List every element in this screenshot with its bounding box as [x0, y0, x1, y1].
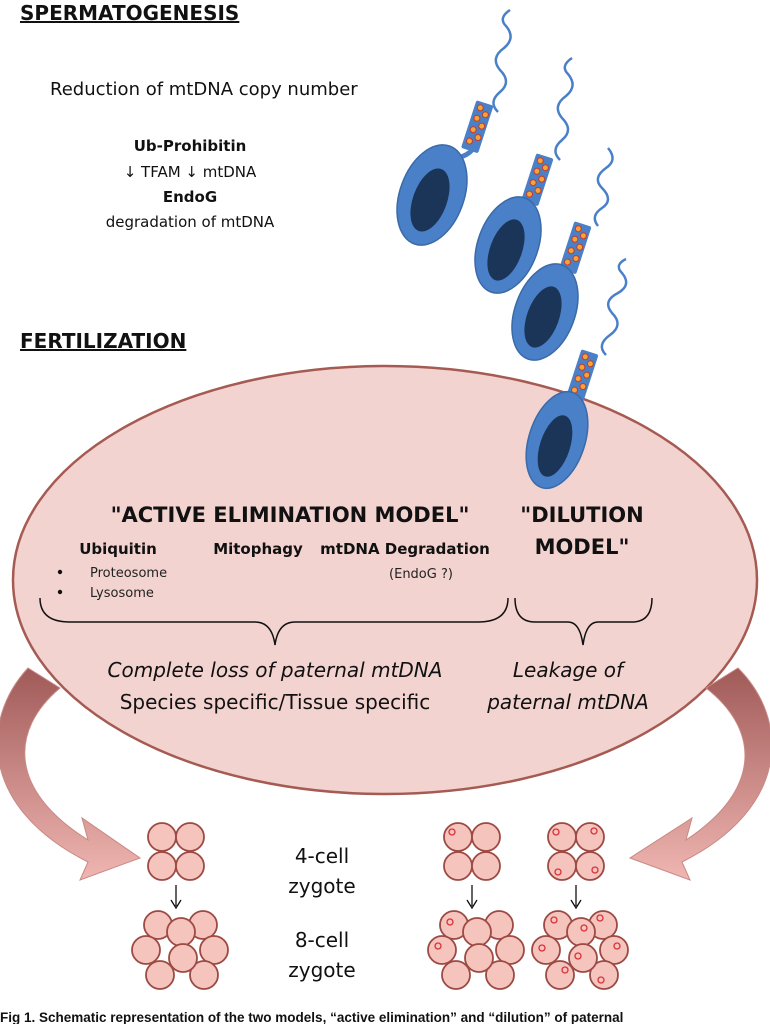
sperm-cell [525, 257, 628, 490]
eight-cell-label-line1: 8-cell [295, 928, 349, 952]
down-arrow [570, 885, 582, 910]
bullet-lysosome: Lysosome [90, 586, 154, 601]
bullet-proteosome: Proteosome [90, 566, 167, 581]
endog-label: EndoG [163, 188, 217, 206]
figure-caption: Fig 1. Schematic representation of the t… [0, 1010, 623, 1024]
active-model-title: "ACTIVE ELIMINATION MODEL" [111, 503, 470, 527]
four-cell-zygote-middle [443, 822, 501, 881]
dilution-outcome-line2: paternal mtDNA [486, 690, 649, 714]
eight-cell-zygote-right [531, 910, 629, 990]
four-cell-label-line1: 4-cell [295, 844, 349, 868]
dilution-model-title-line2: MODEL" [535, 535, 630, 559]
spermatogenesis-heading: SPERMATOGENESIS [20, 1, 239, 25]
active-outcome-line1: Complete loss of paternal mtDNA [108, 658, 443, 682]
reduction-text: Reduction of mtDNA copy number [50, 79, 358, 100]
eight-cell-label-line2: zygote [288, 958, 355, 982]
bullet-dot [57, 569, 63, 575]
fertilization-heading: FERTILIZATION [20, 329, 186, 353]
four-cell-zygote-left [147, 822, 205, 881]
endog-question-label: (EndoG ?) [389, 567, 453, 582]
four-cell-label-line2: zygote [288, 874, 355, 898]
active-outcome-line2: Species specific/Tissue specific [120, 690, 431, 714]
active-model-brace [39, 597, 509, 646]
four-cell-zygote-right [547, 822, 605, 881]
eight-cell-zygote-middle [427, 910, 525, 990]
ub-prohibitin-label: Ub-Prohibitin [134, 137, 247, 155]
sperm-cell [474, 56, 574, 294]
curved-arrow-left [0, 667, 142, 881]
sperm-cell [511, 147, 614, 361]
dilution-model-brace [514, 597, 653, 646]
dilution-model-title-line1: "DILUTION [520, 503, 643, 527]
tfam-mtdna-text: ↓ TFAM ↓ mtDNA [124, 163, 257, 181]
mtdna-degradation-label: mtDNA Degradation [320, 540, 490, 558]
mitophagy-label: Mitophagy [213, 540, 303, 558]
eight-cell-zygote-left [131, 910, 229, 990]
curved-arrow-right [628, 667, 770, 881]
dilution-outcome-line1: Leakage of [513, 658, 626, 682]
sperm-cell [396, 8, 512, 246]
degradation-text: degradation of mtDNA [106, 213, 275, 231]
ubiquitin-label: Ubiquitin [79, 540, 157, 558]
bullet-dot [57, 589, 63, 595]
down-arrow [170, 885, 182, 910]
down-arrow [466, 885, 478, 910]
